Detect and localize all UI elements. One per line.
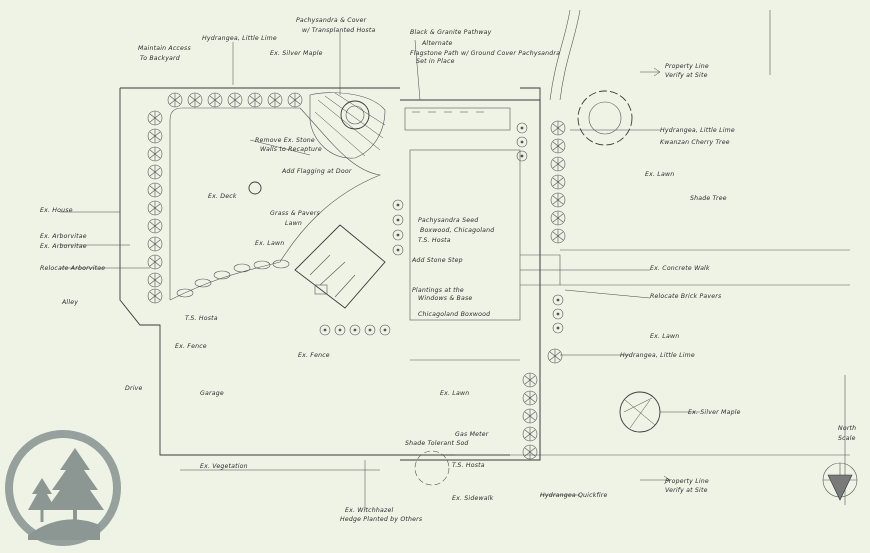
label-pachysandra-hosta: w/ Transplanted Hosta xyxy=(302,26,375,34)
label-shade-tree: Shade Tree xyxy=(690,195,727,202)
label-grass-pavers: Grass & Pavers xyxy=(270,210,320,217)
leader-lines xyxy=(60,32,700,510)
label-pachysandra-seed: Pachysandra Seed xyxy=(418,217,478,224)
label-witchhazel-hedge: Hedge Planted by Others xyxy=(340,515,423,523)
label-remove-stone: Remove Ex. Stone xyxy=(255,136,315,144)
label-fence-2: Ex. Fence xyxy=(298,352,330,359)
label-lawn-right: Ex. Lawn xyxy=(645,171,674,178)
label-hosta-bottom: T.S. Hosta xyxy=(452,461,485,469)
label-relocate-pavers: Relocate Brick Pavers xyxy=(650,292,722,300)
label-gas-meter: Gas Meter xyxy=(455,430,489,438)
label-lawn-bottom: Ex. Lawn xyxy=(440,390,469,397)
label-hydrangea-low: Hydrangea, Little Lime xyxy=(620,351,695,359)
label-north: North xyxy=(838,424,856,432)
label-vegetation: Ex. Vegetation xyxy=(200,462,248,470)
label-verify-top: Verify at Site xyxy=(665,71,708,79)
lot-boundary xyxy=(119,9,850,460)
label-verify-bottom: Verify at Site xyxy=(665,486,708,494)
label-witchhazel: Ex. Witchhazel xyxy=(345,506,393,514)
label-pachysandra: Pachysandra & Cover xyxy=(296,17,367,24)
label-hydrangea-right: Hydrangea, Little Lime xyxy=(660,126,735,134)
label-ex-deck: Ex. Deck xyxy=(208,193,237,200)
plan-labels: Hydrangea, Little Lime Pachysandra & Cov… xyxy=(40,17,856,523)
label-lawn-right-2: Ex. Lawn xyxy=(650,333,679,340)
label-recapture: Walls to Recapture xyxy=(260,145,322,153)
label-drive: Drive xyxy=(125,385,143,392)
label-scale: Scale xyxy=(838,435,856,442)
label-set-in-place: Set in Place xyxy=(416,57,455,65)
label-hydrangea-top: Hydrangea, Little Lime xyxy=(202,34,277,42)
label-hosta-alley: T.S. Hosta xyxy=(185,314,218,322)
label-lawn-center: Lawn xyxy=(285,220,302,227)
label-backyard: To Backyard xyxy=(140,55,180,62)
label-pathway-alt: Alternate xyxy=(421,39,452,47)
label-fence-1: Ex. Fence xyxy=(175,343,207,350)
house xyxy=(400,99,561,461)
label-boxwood: Boxwood, Chicagoland xyxy=(420,227,494,234)
label-hosta: T.S. Hosta xyxy=(418,236,451,244)
stepping-stones xyxy=(176,259,290,298)
label-property-line-bottom: Property Line xyxy=(665,477,709,485)
label-lawn-small: Ex. Lawn xyxy=(255,240,284,247)
pachysandra-bed xyxy=(309,92,386,159)
label-ex-house: Ex. House xyxy=(40,207,73,214)
label-maintain-access: Maintain Access xyxy=(138,44,191,52)
label-chicagoland-boxwood: Chicagoland Boxwood xyxy=(418,311,490,318)
label-silver-maple-top: Ex. Silver Maple xyxy=(270,50,323,57)
label-flagstone: Flagstone Path w/ Ground Cover Pachysand… xyxy=(410,49,560,57)
label-stone-step: Add Stone Step xyxy=(411,256,463,264)
label-pathway: Black & Granite Pathway xyxy=(410,28,492,36)
label-sidewalk: Ex. Sidewalk xyxy=(452,495,494,502)
label-flagging: Add Flagging at Door xyxy=(281,167,352,175)
deck xyxy=(294,224,386,309)
label-sod: Shade Tolerant Sod xyxy=(405,439,469,447)
front-walk xyxy=(560,249,850,286)
label-windows-base: Windows & Base xyxy=(418,295,472,302)
label-silver-maple-low: Ex. Silver Maple xyxy=(688,409,741,416)
label-alley: Alley xyxy=(61,299,78,306)
trees-logo-icon xyxy=(5,430,121,546)
label-plantings: Plantings at the xyxy=(412,286,464,294)
label-cherry: Kwanzan Cherry Tree xyxy=(660,139,730,146)
lawn-edge xyxy=(169,107,382,301)
label-arborvitae-left: Ex. Arborvitae xyxy=(40,232,87,240)
tree-symbols xyxy=(248,90,661,486)
label-concrete-walk: Ex. Concrete Walk xyxy=(650,264,710,272)
label-arborvitae-left-2: Ex. Arborvitae xyxy=(40,242,87,250)
label-garage: Garage xyxy=(200,390,224,397)
label-relocate-arborvitae: Relocate Arborvitae xyxy=(40,264,105,272)
north-arrow xyxy=(822,375,858,505)
label-hydrangea-quickfire: Hydrangea Quickfire xyxy=(540,492,608,499)
label-property-line-top: Property Line xyxy=(665,62,709,70)
